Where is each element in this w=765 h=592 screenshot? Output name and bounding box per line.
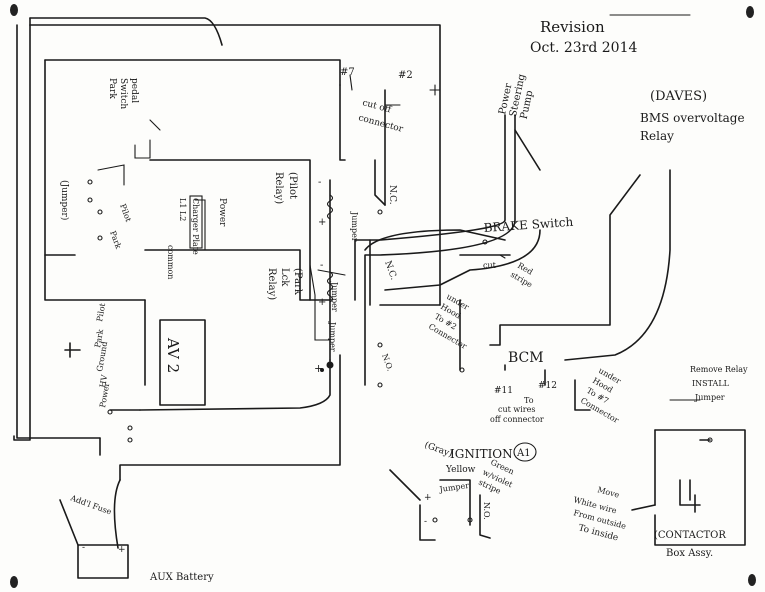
brake-switch-title: BRAKE Switch bbox=[483, 215, 574, 235]
dave-relay-line3: Relay bbox=[640, 129, 674, 143]
av2-title: AV 2 bbox=[164, 337, 182, 373]
revision-date: Oct. 23rd 2014 bbox=[530, 40, 637, 56]
ignition-block: (Gray) IGNITION A1 Yellow Green w/violet… bbox=[423, 439, 537, 527]
av2-power: Power bbox=[98, 382, 111, 409]
park-switch-line2: Switch bbox=[118, 78, 128, 109]
contactor-box1: (CONTACTOR bbox=[654, 530, 726, 541]
av2-park: Park bbox=[93, 328, 105, 348]
cutoff-connector-block: #7 #2 cut off connector bbox=[340, 67, 413, 135]
svg-text:+: + bbox=[318, 297, 326, 308]
brake-switch-nc: N.C. bbox=[382, 260, 398, 282]
bcm-line2: off connector bbox=[490, 415, 544, 424]
jumper-3: Jumper bbox=[328, 321, 337, 352]
aux-fuse: Add'l Fuse bbox=[68, 493, 113, 517]
svg-text:+: + bbox=[314, 362, 323, 375]
svg-text:-: - bbox=[82, 543, 85, 553]
svg-text:-: - bbox=[424, 517, 427, 527]
power-label-park: Park bbox=[108, 230, 123, 251]
power-label-line1: Power bbox=[217, 198, 227, 227]
av2-hv: HV bbox=[98, 374, 109, 388]
ignition-yellow: Yellow bbox=[445, 465, 476, 475]
park-switch-line3: pedal bbox=[129, 78, 139, 103]
bcm-to: To bbox=[524, 396, 534, 405]
power-label-pilot: Pilot bbox=[118, 203, 133, 224]
no-label: N.O. bbox=[380, 353, 395, 373]
svg-text:+: + bbox=[424, 493, 432, 503]
power-label-line2: Charger Plate bbox=[191, 198, 200, 255]
ignition-no: N.O. bbox=[482, 502, 491, 520]
park-lock-line3: Relay) bbox=[266, 268, 277, 300]
power-steering-block: Power Steering Pump bbox=[497, 72, 535, 120]
revision-block: Revision Oct. 23rd 2014 bbox=[530, 14, 691, 56]
park-switch-line1: Park bbox=[107, 78, 117, 99]
bcm-title: BCM bbox=[508, 350, 544, 366]
brake-switch-block: BRAKE Switch N.C. cut Red stripe bbox=[382, 215, 574, 290]
dave-relay-block: (DAVES) BMS overvoltage Relay bbox=[640, 89, 745, 143]
bcm-block: BCM #11 #12 To cut wires off connector bbox=[490, 350, 557, 424]
pilot-relay-nc: N.C. bbox=[387, 185, 397, 205]
wiring-lines bbox=[13, 17, 746, 579]
power-label-common: common bbox=[166, 245, 175, 279]
ignition-badge: A1 bbox=[516, 448, 531, 459]
pilot-relay-block: (Pilot Relay) N.C. - + bbox=[273, 172, 397, 228]
bcm-pin11: #11 bbox=[494, 386, 513, 396]
svg-text:+: + bbox=[118, 545, 126, 555]
under-hood-2-block: under Hood To #2 Connector bbox=[427, 292, 470, 351]
jumper-2: Jumper bbox=[330, 281, 339, 312]
av2-label-block: Pilot Park Ground HV Power AV 2 N.O. bbox=[93, 302, 395, 409]
cutoff-pin7: #7 bbox=[340, 67, 355, 78]
contactor-box2: Box Assy. bbox=[666, 548, 713, 559]
svg-text:-: - bbox=[320, 260, 323, 271]
dave-relay-line2: BMS overvoltage bbox=[640, 111, 745, 125]
ignition-jumper: Jumper bbox=[438, 481, 470, 494]
svg-text:+: + bbox=[318, 217, 326, 228]
aux-battery-label: AUX Battery bbox=[149, 572, 214, 583]
pilot-relay-line1: (Pilot bbox=[287, 172, 298, 199]
ignition-title: IGNITION bbox=[450, 447, 513, 461]
contactor-remove2: INSTALL bbox=[692, 379, 730, 388]
aux-battery-block: Add'l Fuse AUX Battery - + bbox=[68, 493, 214, 583]
bcm-line1: cut wires bbox=[498, 405, 535, 414]
svg-text:-: - bbox=[318, 177, 321, 188]
contactor-remove3: Jumper bbox=[694, 393, 725, 402]
park-switch-block: Park Switch pedal bbox=[107, 78, 139, 109]
park-lock-line2: Lck bbox=[279, 268, 290, 287]
pilot-relay-line2: Relay) bbox=[273, 172, 284, 204]
cutoff-pin2: #2 bbox=[398, 70, 413, 81]
hole-punch-marks bbox=[10, 4, 756, 588]
contactor-move1: Move bbox=[596, 485, 620, 500]
contactor-remove1: Remove Relay bbox=[690, 365, 748, 374]
jumper-1: Jumper bbox=[350, 211, 359, 242]
av2-pilot: Pilot bbox=[95, 302, 107, 323]
power-label-block: Power Charger Plate L1 L2 common Pilot P… bbox=[108, 195, 227, 279]
cutoff-line2: connector bbox=[357, 113, 404, 135]
jumper-left-label: (Jumper) bbox=[59, 180, 70, 220]
dave-relay-line1: (DAVES) bbox=[650, 89, 707, 104]
jumper-labels: Jumper Jumper Jumper bbox=[328, 211, 359, 352]
power-label-line3: L1 L2 bbox=[178, 198, 187, 221]
cutoff-line1: cut off bbox=[361, 98, 392, 115]
terminals bbox=[87, 179, 713, 523]
revision-title: Revision bbox=[540, 18, 605, 36]
under-hood-7-block: under Hood To #7 Connector bbox=[579, 366, 622, 425]
park-lock-line1: (Park bbox=[292, 268, 303, 296]
brake-cut-label: cut bbox=[483, 261, 497, 270]
park-lock-relay-block: (Park Lck Relay) - + + bbox=[266, 260, 326, 375]
bcm-pin12: #12 bbox=[538, 381, 557, 391]
relay-coils bbox=[320, 194, 334, 372]
